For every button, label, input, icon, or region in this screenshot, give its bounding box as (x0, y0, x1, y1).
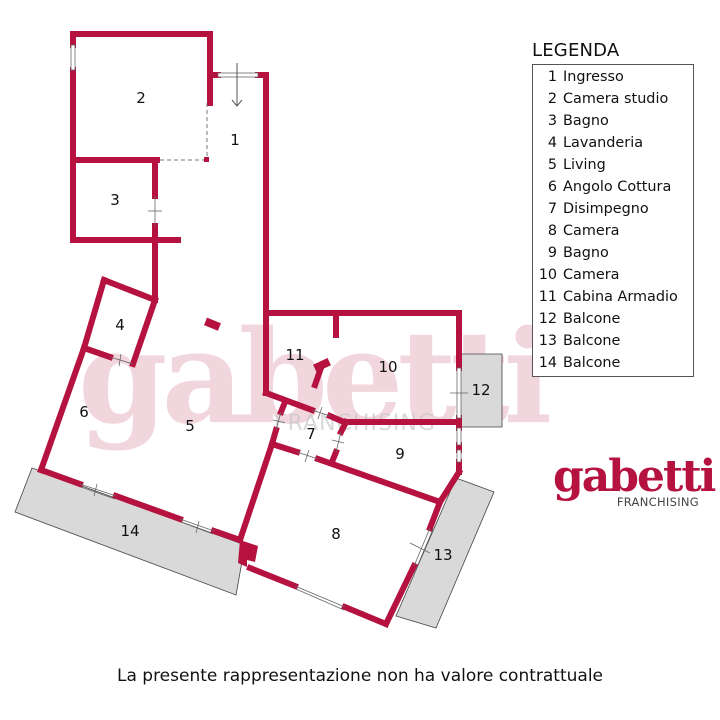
legend-item: 9 Bagno (533, 242, 693, 264)
room-label-11: 11 (285, 346, 304, 364)
legend-item-num: 14 (538, 355, 557, 371)
legend-item-label: Bagno (563, 245, 609, 261)
logo-subtitle: FRANCHISING (616, 495, 699, 509)
room-label-6: 6 (79, 403, 89, 421)
room-label-3: 3 (110, 191, 120, 209)
gabetti-logo: gabetti FRANCHISING (553, 451, 716, 510)
disclaimer: La presente rappresentazione non ha valo… (116, 666, 604, 686)
legend-item: 2 Camera studio (533, 88, 693, 110)
legend-item: 11 Cabina Armadio (533, 286, 693, 308)
legend-item-num: 6 (547, 179, 557, 195)
room-label-7: 7 (306, 425, 316, 443)
balconies (14, 353, 503, 629)
legend-item-label: Camera studio (563, 91, 669, 107)
door-marks (93, 196, 468, 554)
room-labels: 1 2 3 4 5 6 7 8 9 10 11 12 13 14 (79, 89, 490, 564)
legend-item: 8 Camera (533, 220, 693, 242)
legend-item: 3 Bagno (533, 110, 693, 132)
open-boundaries (160, 103, 208, 161)
legend-item-num: 1 (547, 69, 557, 85)
column (204, 317, 221, 331)
legend-item-label: Ingresso (563, 69, 624, 85)
legend-item: 10 Camera (533, 264, 693, 286)
legend-item-num: 12 (538, 311, 557, 327)
legend-item-label: Disimpegno (563, 201, 649, 217)
legend-item-num: 9 (547, 245, 557, 261)
room-label-4: 4 (115, 316, 125, 334)
column (313, 357, 331, 373)
room-label-14: 14 (120, 522, 139, 540)
legend-item-label: Lavanderia (563, 135, 644, 151)
legend-item-label: Camera (563, 267, 620, 283)
legend-item: 14 Balcone (533, 352, 693, 374)
logo-wordmark: gabetti (553, 451, 716, 502)
legend-item: 4 Lavanderia (533, 132, 693, 154)
legend-item-num: 3 (547, 113, 557, 129)
legend-item: 12 Balcone (533, 308, 693, 330)
legend-item-label: Living (563, 157, 606, 173)
walls (37, 31, 464, 629)
room-label-10: 10 (378, 358, 397, 376)
legend-item: 6 Angolo Cottura (533, 176, 693, 198)
legend-item: 13 Balcone (533, 330, 693, 352)
legend-item: 5 Living (533, 154, 693, 176)
legend-item: 7 Disimpegno (533, 198, 693, 220)
legend-item-num: 11 (538, 289, 557, 305)
wall-corner-block (238, 540, 258, 567)
legend-item-num: 13 (538, 333, 557, 349)
wall-stub (204, 157, 209, 162)
legend-item-num: 8 (547, 223, 557, 239)
legend-title: LEGENDA (532, 40, 620, 61)
room-label-8: 8 (331, 525, 341, 543)
legend-item-num: 2 (547, 91, 557, 107)
legend-item: 1 Ingresso (533, 66, 693, 88)
room-label-2: 2 (136, 89, 146, 107)
balcony-13 (395, 477, 495, 629)
room-label-12: 12 (471, 381, 490, 399)
legend-item-num: 7 (547, 201, 557, 217)
legend-item-label: Balcone (563, 311, 621, 327)
room-label-9: 9 (395, 445, 405, 463)
legend-item-num: 10 (538, 267, 557, 283)
legend-item-label: Angolo Cottura (563, 179, 672, 195)
legend-item-num: 5 (547, 157, 557, 173)
legend-item-label: Balcone (563, 333, 621, 349)
room-label-13: 13 (433, 546, 452, 564)
legend-item-label: Balcone (563, 355, 621, 371)
entrance-arrow-icon (231, 63, 243, 107)
legend-item-num: 4 (547, 135, 557, 151)
room-label-5: 5 (185, 417, 195, 435)
room-label-1: 1 (230, 131, 240, 149)
legend-item-label: Camera (563, 223, 620, 239)
legend-item-label: Cabina Armadio (563, 289, 678, 305)
legend-item-label: Bagno (563, 113, 609, 129)
